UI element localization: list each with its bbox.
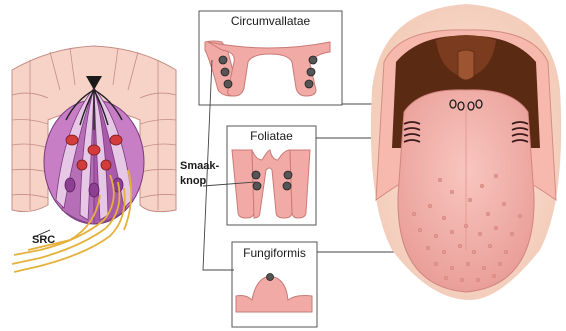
mouth-illustration bbox=[371, 4, 561, 300]
label-src: SRC bbox=[32, 234, 55, 246]
label-smaakknop-line1: Smaak- bbox=[180, 160, 219, 172]
label-foliatae: Foliatae bbox=[227, 129, 316, 143]
label-circumvallatae: Circumvallatae bbox=[199, 14, 342, 28]
label-fungiformis: Fungiformis bbox=[232, 246, 317, 260]
label-smaakknop-line2: knop bbox=[180, 175, 206, 187]
